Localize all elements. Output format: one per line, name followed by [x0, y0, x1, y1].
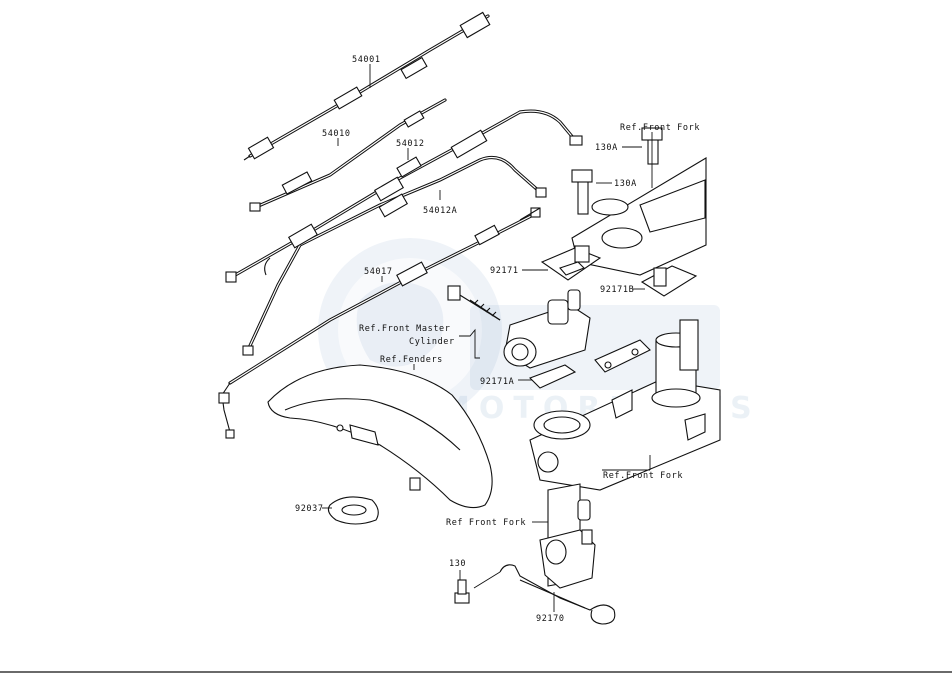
part-labels: 54001 54010 54012 54012A 54017 Ref.Front… [295, 55, 700, 624]
leader-lines [322, 64, 653, 612]
label-130: 130 [449, 559, 466, 569]
cable-54010 [249, 98, 447, 212]
label-130A-upper: 130A [595, 143, 618, 153]
cable-54017 [218, 207, 541, 439]
label-ref-master-2: Cylinder [409, 337, 455, 347]
label-54012: 54012 [396, 139, 425, 149]
label-54017: 54017 [364, 267, 393, 277]
label-ref-front-fork-low: Ref Front Fork [446, 518, 526, 528]
master-cylinder-clamp [447, 285, 591, 369]
label-ref-front-fork-top: Ref.Front Fork [620, 123, 700, 133]
label-130A-lower: 130A [614, 179, 637, 189]
label-54001: 54001 [352, 55, 381, 65]
label-92170: 92170 [536, 614, 565, 624]
label-54012A: 54012A [423, 206, 457, 216]
cable-54012 [225, 109, 583, 283]
bolt-130 [454, 579, 470, 604]
grommet-92037 [327, 496, 379, 525]
cable-guide-92171A [529, 339, 651, 389]
label-92171A: 92171A [480, 377, 514, 387]
front-fender [267, 364, 493, 509]
label-ref-fenders: Ref.Fenders [380, 355, 443, 365]
label-ref-master-1: Ref.Front Master [359, 324, 450, 334]
cable-54001 [243, 11, 491, 161]
fork-top-bracket [571, 127, 707, 276]
cable-54012A [242, 156, 547, 356]
label-92171: 92171 [490, 266, 519, 276]
label-54010: 54010 [322, 129, 351, 139]
label-ref-front-fork-mid: Ref.Front Fork [603, 471, 683, 481]
fork-leg-lower [539, 483, 596, 589]
cable-guide-92171B [640, 265, 698, 297]
label-92171B: 92171B [600, 285, 634, 295]
label-92037: 92037 [295, 504, 324, 514]
clamp-wire-92170 [499, 564, 616, 625]
cable-guide-92171 [540, 245, 602, 281]
fork-lower-clamp [529, 319, 721, 491]
